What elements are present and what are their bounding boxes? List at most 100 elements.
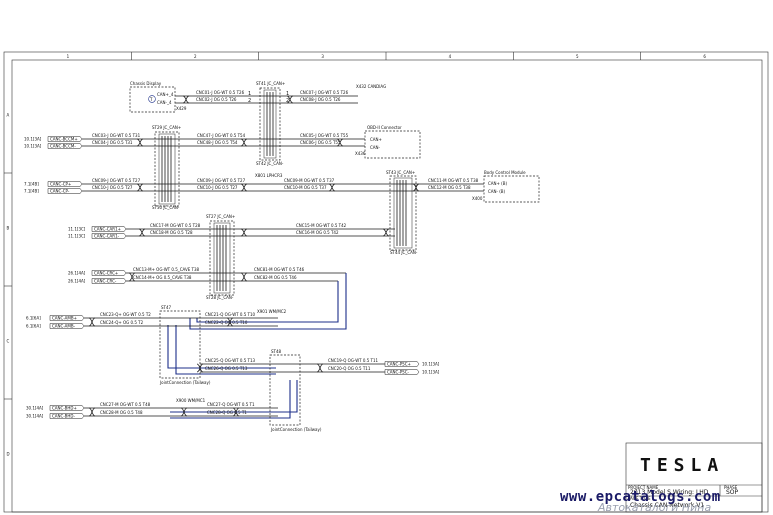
twist-marker [180,407,188,417]
bcm-pin-1: CAN+ (B) [488,181,507,186]
signal-label: 26.1[4A]CANC-CRC- [68,278,127,284]
signal-ref: 10.1[3A] [24,144,42,149]
wire-group-psc: CNC25-Q OG-WT 0.5 T13 CNC26-Q OG 0.5 T13… [200,358,385,373]
column-label: 4 [449,54,452,59]
st41-bottom: ST42 JC_CAN- [256,161,284,166]
twist-marker [240,138,248,147]
signal-ref: 26.1[4A] [68,271,86,276]
twist-marker [382,228,390,237]
twist-marker [240,183,248,192]
wire-group-bcm: CNC09-J OG-WT 0.5 T27 CNC10-J OG 0.5 T27… [48,178,484,192]
wire-label: CNC06-J OG 0.5 T55 [300,140,341,145]
wire-group-car1: CNC17-M OG-WT 0.5 T28 CNC18-M OG 0.5 T28… [125,223,395,237]
obd-pin-2: CAN- [370,145,381,150]
phase-value: SOP [726,489,739,496]
signal-ref: 7.1[4B] [24,182,39,187]
joint-st47: ST47 JointConnection (Tailway) [159,305,211,385]
twist-marker [240,228,248,237]
signal-label: 6.1[6A]CANC-AMB- [26,323,85,329]
obd-pin-1: CAN+ [370,137,382,142]
st43-title: ST43 JC_CAN+ [386,170,415,175]
column-label: 6 [703,54,706,59]
svg-text:1: 1 [286,91,289,97]
row-label: B [7,226,10,231]
wire-label: CNC07-J OG-WT 0.5 T26 [300,90,349,95]
st27-bottom: ST28 JC_CAN- [206,295,234,300]
junction-st43: ST43 JC_CAN+ ST44 JC_CAN- [386,170,418,255]
signal-name: CANC-BCCM+ [50,137,78,142]
signal-name: CANC-PSC+ [387,362,411,367]
wire-label: CNC20-Q OG 0.5 T11 [328,366,371,371]
signal-name: CANC-BHD- [52,414,75,419]
column-label: 1 [67,54,70,59]
wire-label: CNC15-M OG-WT 0.5 T42 [296,223,347,228]
signal-label: 11.1[3C]CANC-CAR1+ [68,226,127,232]
junction-st29: ST29 JC_CAN+ ST30 JC_CAN- [152,125,181,210]
twist-marker [412,183,420,192]
signal-label: 6.1[6A] CANC-AMB+ [26,315,85,321]
wire-label: CNC16-M OG 0.5 T42 [296,230,339,235]
twist-marker [136,138,144,147]
twist-marker [138,228,146,237]
column-label: 5 [576,54,579,59]
bcm-title: Body Control Module [484,170,526,175]
joint-st48: ST48 JointConnection (Tailway) [269,349,322,432]
bcm-ref: X400 [472,196,483,201]
wire-label: CNC21-Q OG-WT 0.5 T10 [205,312,255,317]
signal-label: 30.1[4A]CANC-BHD+ [26,405,85,411]
signal-ref: 6.1[6A] [26,316,41,321]
wire-group-obd: CNC03-J OG-WT 0.5 T31 CNC04-J OG 0.5 T31… [48,133,365,147]
wire-label: CNC10-J OG 0.5 T27 [197,185,238,190]
project-label: PROJECT NAME [628,485,659,490]
splice-x801: X801 LPHCR3 [255,173,283,178]
chassis-display-pin-2: CAN-_4 [157,100,172,105]
wire-label: CNC28-M OG 0.5 T48 [100,410,143,415]
twist-marker [240,272,248,282]
signal-label: 7.1[4B] CANC-CP- [24,188,83,194]
row-label: A [7,113,10,118]
wire-label: CNC82-M OG 0.5 T46 [254,275,297,280]
signal-ref: 26.1[4A] [68,279,86,284]
chassis-display-ref: X429 [176,106,187,111]
signal-name: CANC-PSC- [387,370,410,375]
chassis-display: Chassis Display T CAN+_4 CAN-_4 X429 [129,81,187,113]
wire-label: CNC14-M+ OG 0.5_CAVE T38 [133,275,192,280]
wire-label: CNC25-Q OG-WT 0.5 T13 [205,358,255,363]
body-control-module: Body Control Module CAN+ (B) CAN- (B) X4… [472,170,540,203]
st47-caption: JointConnection (Tailway) [159,380,211,385]
signal-name: CANC-BCCM- [50,144,76,149]
signal-ref: 6.1[6A] [26,324,41,329]
st48-caption: JointConnection (Tailway) [270,427,322,432]
wire-group-crc: CNC13-M+ OG-WT 0.5_CAVE T38 CNC14-M+ OG … [125,267,346,282]
wire-label: CNC03-J OG-WT 0.5 T31 [92,133,141,138]
wire-label: CNC02-J OG 0.5 T26 [196,97,237,102]
blue-loop [167,273,347,419]
twist-marker [88,407,96,417]
watermark-sub: Автокаталоги Нина [598,501,712,514]
signal-name: CANC-CAR1+ [94,227,121,232]
obd-ref: X436 [355,151,366,156]
wire-label: CNC17-M OG-WT 0.5 T28 [150,223,201,228]
signal-label: CANC-PSC-10.1[3A] [384,369,440,375]
row-label: D [7,452,10,457]
wire-label: CNC10-J OG 0.5 T27 [92,185,133,190]
obd-title: OBD-II Connector [367,125,402,130]
wire-label: CNC11-M OG-WT 0.5 T38 [428,178,479,183]
twist-marker [336,138,344,147]
signal-name: CANC-CP- [50,189,70,194]
wire-label: CNC01-J OG-WT 0.5 T26 [196,90,245,95]
wire-label: CNC12-M OG 0.5 T38 [428,185,471,190]
splice-x901: X901 WM/MC2 [257,309,287,314]
signal-name: CANC-CAR1- [94,234,120,239]
x901-title: X901 WM/MC2 [257,309,287,314]
row-label: C [7,339,10,344]
x432-title: X432 CANDIAG [356,84,386,89]
signal-name: CANC-AMB+ [52,316,77,321]
twist-marker [196,363,204,373]
signal-ref: 7.1[4B] [24,189,39,194]
wire-label: CNC81-M OG-WT 0.5 T46 [254,267,305,272]
signal-ref: 30.1[4A] [26,414,44,419]
twist-marker [128,272,136,282]
wire-group-amb: CNC23-Q+ OG-WT 0.5 T2 CNC24-Q+ OG 0.5 T2… [82,312,278,327]
